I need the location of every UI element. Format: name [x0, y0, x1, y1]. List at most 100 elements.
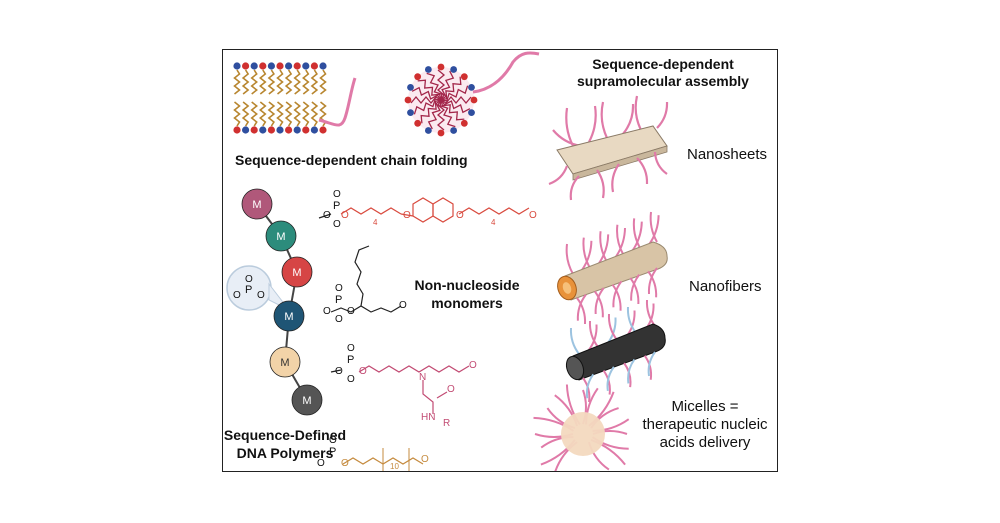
fiber-strand-bottom	[594, 287, 605, 315]
dark-fiber-strand-top	[588, 320, 599, 348]
s4-subscript: 10	[390, 462, 399, 471]
dark-fiber-strand-bottom	[602, 369, 611, 395]
chain-folding-label: Sequence-dependent chain folding	[235, 152, 468, 168]
folded-spoke	[439, 99, 456, 128]
monomer-bead	[281, 256, 313, 288]
lipid-tail	[310, 69, 319, 95]
s2-phosphorus: P	[335, 294, 343, 306]
monomer-bead	[241, 188, 273, 220]
monomer-bead	[273, 300, 305, 332]
folded-spoke	[440, 99, 471, 114]
lipid-tail	[276, 101, 284, 127]
lipid-head	[285, 126, 293, 134]
folded-head	[407, 83, 414, 91]
folded-spoke	[440, 85, 469, 102]
lipid-head	[293, 126, 301, 134]
folded-head	[414, 73, 422, 81]
folded-spoke	[440, 99, 465, 121]
fiber-strand-bottom	[647, 270, 658, 298]
lipid-tail	[302, 69, 310, 95]
s1-o-bottom: O	[333, 219, 341, 230]
monomer-bead-label: M	[292, 267, 301, 279]
zoom-o-left: O	[233, 290, 241, 301]
s1-o-ester: O	[341, 210, 349, 221]
folded-head	[450, 127, 458, 134]
folded-spoke	[426, 72, 443, 101]
sheet-strand-up	[588, 105, 597, 143]
dna-polymers-line1: Sequence-Defined	[223, 427, 347, 443]
zoom-phosphorus: P	[245, 284, 253, 296]
nanofiber-graphic	[557, 211, 668, 325]
fiber-strand-bottom	[629, 277, 640, 305]
lipid-tail	[302, 101, 310, 127]
dark-fiber-strand-top	[587, 324, 598, 352]
lipid-tail	[267, 101, 276, 127]
dark-fiber-strand-top	[569, 327, 580, 355]
s3-amide-nh: HN	[421, 412, 436, 423]
fiber-strand-bottom	[593, 290, 604, 318]
lipid-head	[310, 62, 318, 70]
lipid-tail	[293, 69, 301, 95]
nanosheets-label: Nanosheets	[687, 146, 768, 163]
folded-micelle-graphic	[404, 63, 478, 137]
s2-o-left: O	[323, 306, 331, 317]
sheet-strand-down	[636, 157, 649, 185]
structure-decyl-chain	[342, 448, 424, 471]
folded-head	[437, 129, 445, 137]
monomer-bead	[269, 346, 301, 378]
monomer-bead-label: M	[276, 231, 285, 243]
lipid-bilayer-graphic	[233, 62, 327, 134]
dna-polymers-line2: DNA Polymers	[236, 445, 334, 461]
s1-o-left: O	[323, 210, 331, 221]
lipid-head	[267, 126, 275, 134]
lipid-tail	[241, 69, 250, 95]
dark-fiber-strand-bottom	[623, 362, 632, 388]
s3-o-carbonyl: O	[447, 384, 455, 395]
lipid-head	[276, 126, 284, 134]
dark-fiber-strand-bottom	[582, 377, 591, 403]
dark-fiber-strand-bottom	[585, 373, 595, 399]
fiber-strand-bottom	[647, 267, 658, 295]
lipid-head	[276, 62, 284, 70]
nonnucleoside-line1: Non-nucleoside	[414, 277, 520, 293]
lipid-head	[293, 62, 301, 70]
sheet-strand-up	[565, 107, 574, 147]
monomer-bead-label: M	[280, 357, 289, 369]
micelles-line2: therapeutic nucleic	[642, 416, 768, 433]
lipid-tail	[250, 101, 258, 127]
fiber-strand-top	[632, 218, 642, 249]
monomer-bead-label: M	[252, 199, 261, 211]
sheet-strand-up	[622, 103, 635, 135]
lipid-tail	[259, 101, 267, 127]
sheet-strand-down	[548, 165, 569, 186]
s4-phosphorus: P	[329, 446, 337, 458]
s3-o-end: O	[469, 360, 477, 371]
assembly-title-line2: supramolecular assembly	[577, 73, 749, 89]
sheet-strand-up	[656, 101, 669, 129]
zoom-o-right: O	[257, 290, 265, 301]
lipid-tail	[267, 69, 276, 95]
monomer-bead	[291, 384, 323, 416]
s1-o-top: O	[333, 189, 341, 200]
dark-fiber-strand-bottom	[627, 358, 636, 384]
fiber-strand-top	[616, 224, 625, 256]
s1-phosphorus: P	[333, 200, 341, 212]
folded-head	[468, 83, 475, 91]
folded-head	[450, 66, 458, 73]
nanosheet-graphic	[548, 95, 669, 201]
folded-spoke	[440, 95, 472, 105]
folded-head	[460, 119, 468, 127]
lipid-tail	[319, 69, 327, 95]
lipid-head	[242, 126, 250, 134]
lipid-tail	[276, 69, 284, 95]
lipid-head	[319, 126, 327, 134]
fiber-strand-bottom	[576, 294, 587, 321]
monomer-bead	[265, 220, 297, 252]
s1-subscript-left: 4	[373, 218, 378, 227]
folded-head	[468, 109, 475, 117]
s1-o-end: O	[529, 210, 537, 221]
sheet-strand-up	[634, 95, 642, 131]
